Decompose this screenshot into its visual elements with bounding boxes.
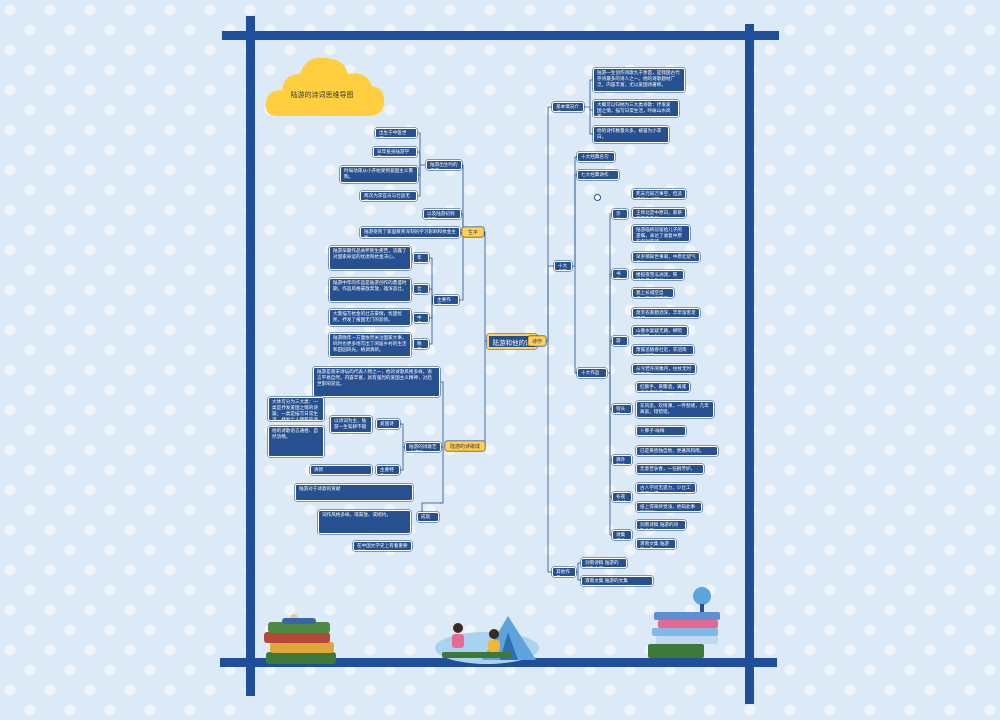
life-node[interactable]: 主要作品 [433,295,459,305]
life-node[interactable]: 晚年 [413,339,429,349]
poem-node[interactable]: 已是黄昏独自愁，更著风和雨。 [636,446,718,456]
branch-poems[interactable]: 诗作 [528,336,546,346]
title-cloud: 陆游的诗词思维导图 [262,50,390,122]
poem-node[interactable]: 陆游临终前留给儿子的遗嘱，表达了收复中原的强烈愿望。 [632,225,690,242]
poem-node[interactable]: 基本情况介绍 [552,102,584,112]
poem-node[interactable]: 冬夜读书示子聿 [612,492,632,502]
poem-node[interactable]: 东风恶，欢情薄，一怀愁绪，几年离索。错错错。 [636,401,714,418]
poem-node[interactable]: 山重水复疑无路，柳暗花明又一村。 [632,326,688,336]
poem-node[interactable]: 大概可以归纳为三大类诗歌：抒发爱国之情，描写日常生活，吟咏山水风景。 [593,100,679,117]
life-node[interactable]: 两次为求官员与仕途无奈。 [360,191,417,201]
poem-node[interactable]: 渭南文集 陆游的文集 [636,539,676,549]
poem-node[interactable]: 塞上长城空自许，镜中衰鬓已先斑。 [632,288,674,298]
life-node[interactable]: 陆游中年的作品是陆游创作的鼎盛时期，作品风格豪放奔放，雄浑悲壮。 [329,278,411,302]
heritage-node[interactable]: 清新 [310,465,372,475]
frame-right [745,24,754,704]
poem-node[interactable]: 死去元知万事空，但悲不见九州同。 [632,189,686,199]
poem-node[interactable]: 剑南诗稿 陆游的诗歌合集 [636,520,686,530]
books-globe-icon [648,587,720,658]
mindmap-title: 陆游的诗词思维导图 [290,91,354,99]
branch-heritage[interactable]: 陆游的诗歌成就 [445,441,485,451]
heritage-node[interactable]: 词作风格多样，或豪放、或婉约。 [318,510,411,534]
life-node[interactable]: 中年 [413,313,429,323]
heritage-node[interactable]: 在中国文学史上有着重要地位。 [353,541,412,551]
life-node[interactable]: 陆游受到了家里教育深刻的学习影响和抗金主张 [360,227,460,238]
poem-node[interactable]: 剑南诗稿 陆游的诗歌合集 [581,558,627,568]
poem-node[interactable]: 纸上得来终觉浅，绝知此事要躬行。 [636,502,702,512]
poem-node[interactable]: 莫笑农家腊酒浑，丰年留客足鸡豚。 [632,308,700,318]
poem-node[interactable]: 早岁那知世事艰，中原北望气如山。 [632,252,700,262]
heritage-node[interactable]: 成就 [417,512,439,522]
poem-node[interactable]: 驿外断桥边，寂寞开无主。 [612,455,632,465]
branch-life[interactable]: 生平 [462,227,484,237]
poem-node[interactable]: 钗头凤 [612,404,632,414]
poem-node[interactable]: 书愤 [612,269,628,279]
life-node[interactable]: 陆游出生时的家庭 [426,160,462,170]
poem-node[interactable]: 七大经典诗作 [577,170,619,180]
frame-left [246,16,255,696]
poem-node[interactable]: 渭南文集 陆游的文集 [581,576,653,586]
poem-node[interactable]: 十大名篇 [554,261,572,271]
poem-node[interactable]: 诗集评价 [612,530,632,540]
heritage-node[interactable]: 陆游的诗歌艺术成就 [405,442,441,452]
poem-node[interactable]: 十大作品 [577,368,607,378]
heritage-node[interactable]: 陆游对于诗歌的贡献 [295,484,413,501]
life-node[interactable]: 大量描写抗金的壮志豪情，忧国忧民，抒发了报国无门的悲愤。 [329,309,411,326]
life-node[interactable]: 陆游早期作品关怀民生疾苦，流露了对国家命运的忧虑和抗金决心。 [329,246,411,270]
poem-node[interactable]: 王师北定中原日，家祭无忘告乃翁。 [632,208,686,218]
life-node[interactable]: 以及陆游初到南宋 [423,209,461,219]
heritage-node[interactable]: 爱国诗 [376,419,400,429]
poem-node[interactable]: 卜算子·咏梅 [636,426,686,436]
poem-node[interactable]: 楼船夜雪瓜洲渡，铁马秋风大散关。 [632,270,684,280]
books-stack-left-icon [264,614,336,664]
life-node[interactable]: 年少 [413,253,429,263]
collapse-indicator-icon[interactable] [594,194,601,201]
heritage-node[interactable]: 陆游是南宋诗坛的代表人物之一，他的诗歌风格多样，语言平易自然，内容丰富，具有强烈… [313,367,440,397]
poem-node[interactable]: 陆游一生创作诗歌九千余首，是我国古代存诗最多的诗人之一。他的诗歌题材广泛，内容丰… [593,68,685,92]
frame-top [222,31,779,40]
heritage-node[interactable]: 以诗词为主，陆游一生笔耕不辍 [330,416,372,433]
life-node[interactable]: 出生于中医世家。 [375,128,417,138]
poem-node[interactable]: 无意苦争春，一任群芳妒。 [636,464,704,474]
poem-node[interactable]: 他的诗作数量众多，被誉为小李白。 [593,126,669,143]
heritage-node[interactable]: 大体可分为三大类：一类是抒发爱国之情的诗篇；一类是描写日常生活、抒发个人情怀的诗… [268,397,324,421]
poem-node[interactable]: 示儿 [612,209,628,219]
life-node[interactable]: 陆游晚年一方面依然关注国家大事，同时也更多地写出了闲居乡村的生活和田园风光，格调… [329,333,411,357]
life-node[interactable]: 时局动荡从小开始受到爱国主义熏陶。 [340,166,418,183]
poem-node[interactable]: 从今若许闲乘月，拄杖无时夜叩门。 [632,364,696,374]
heritage-node[interactable]: 主要特色 [376,465,400,475]
life-node[interactable]: 壮年 [413,284,429,294]
poem-node[interactable]: 箫鼓追随春社近，衣冠简朴古风存。 [632,345,694,355]
poem-node[interactable]: 古人学问无遗力，少壮工夫老始成。 [636,483,696,493]
cloud-icon [265,57,385,116]
poem-node[interactable]: 十大经典名句 [577,152,615,162]
kids-reading-tent-icon [435,616,539,664]
life-node[interactable]: 早年投身陆游学医。 [373,147,417,157]
poem-node[interactable]: 游山西村 [612,336,628,346]
heritage-node[interactable]: 他的诗歌语言通俗、自然流畅。 [268,426,324,457]
poem-node[interactable]: 其他作品 [552,567,576,577]
poem-node[interactable]: 红酥手，黄縢酒，满城春色宫墙柳。 [636,382,690,392]
